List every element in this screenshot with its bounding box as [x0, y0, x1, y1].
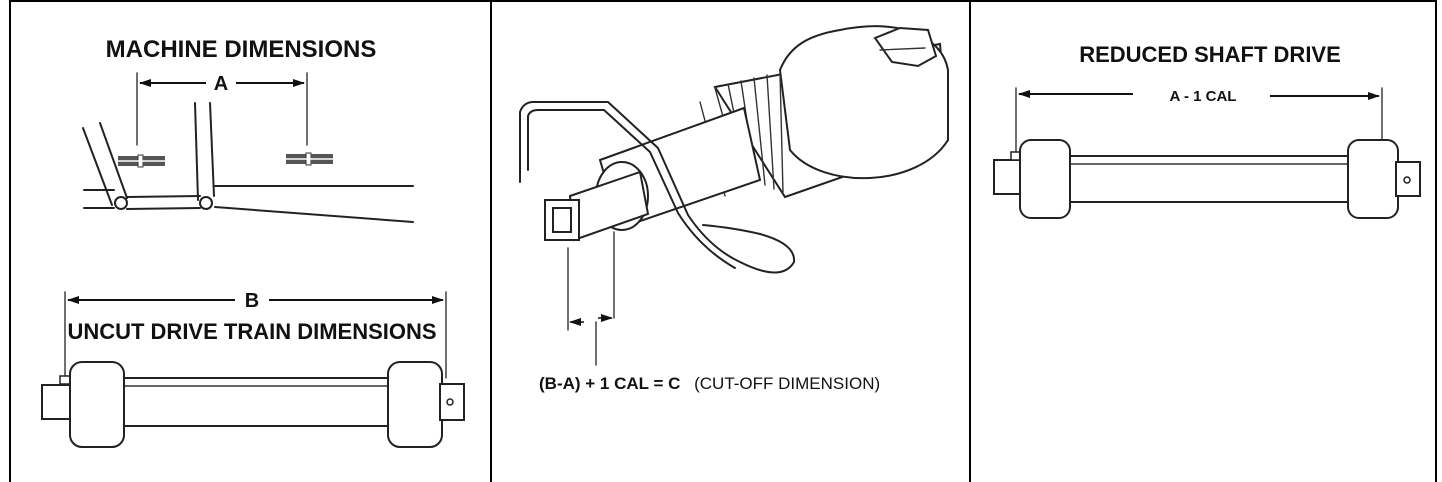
cutoff-formula: (B-A) + 1 CAL = C (CUT-OFF DIMENSION) — [539, 374, 880, 393]
panel-cutoff-dimension: (B-A) + 1 CAL = C (CUT-OFF DIMENSION) — [519, 25, 950, 393]
machine-dimensions-title: MACHINE DIMENSIONS — [106, 36, 377, 63]
cutoff-formula-equation: (B-A) + 1 CAL = C — [539, 374, 680, 393]
gearbox-shield — [699, 25, 950, 199]
dimension-a: A — [136, 72, 308, 146]
dimension-a-label: A — [214, 73, 228, 95]
panel-reduced-shaft-drive: REDUCED SHAFT DRIVE A - 1 CAL — [993, 42, 1421, 219]
shield-bracket — [519, 101, 796, 274]
reduced-drive-shaft — [993, 139, 1421, 219]
hitch-pin-left — [114, 196, 128, 210]
uncut-drive-train-title: UNCUT DRIVE TRAIN DIMENSIONS — [67, 319, 436, 344]
machine-hitch-linkage — [82, 102, 414, 223]
panel-machine-dimensions: MACHINE DIMENSIONS A — [41, 36, 465, 448]
u-joint-symbol-left — [118, 154, 165, 168]
panel-borders — [9, 0, 1437, 482]
reduced-shaft-drive-title: REDUCED SHAFT DRIVE — [1079, 42, 1341, 67]
reduced-dimension-label: A - 1 CAL — [1170, 88, 1237, 105]
cutoff-formula-note: (CUT-OFF DIMENSION) — [694, 374, 880, 393]
cut-length-marker — [567, 231, 615, 366]
square-shaft — [544, 170, 650, 242]
u-joint-symbol-right — [286, 152, 333, 166]
dimension-b: B — [64, 290, 447, 379]
uncut-drive-shaft — [41, 361, 465, 448]
hitch-pin-right — [199, 196, 213, 210]
dimension-b-label: B — [245, 290, 259, 312]
